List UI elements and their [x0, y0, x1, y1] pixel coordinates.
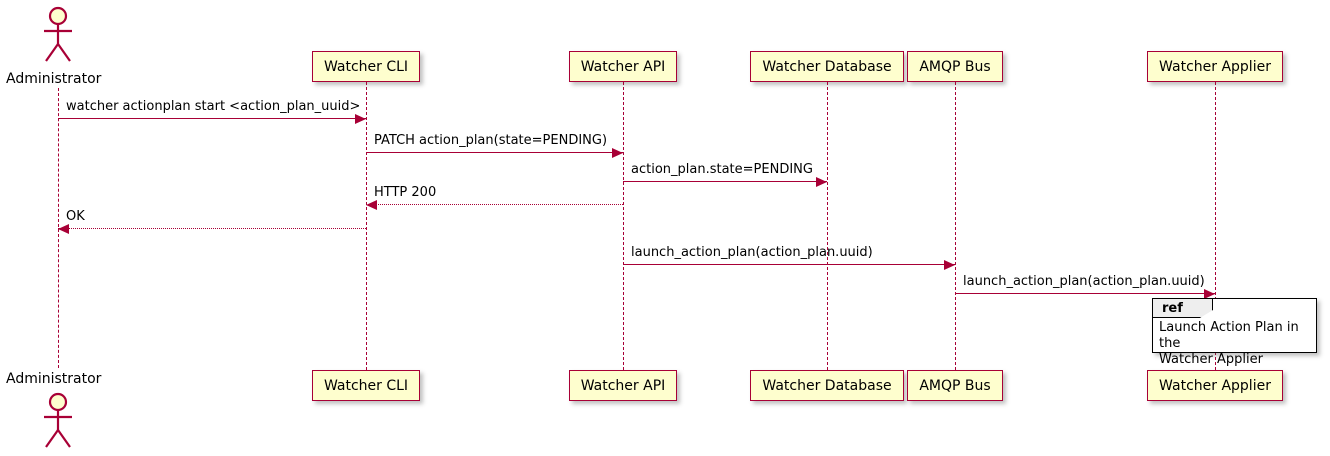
lifeline-amqp-bus — [955, 82, 956, 370]
participant-watcher-applier-bottom[interactable]: Watcher Applier — [1147, 370, 1283, 401]
participant-label: Watcher Database — [762, 58, 892, 75]
message-arrowhead-msg-3 — [816, 176, 827, 187]
fragment-body-ref-launch-action-plan: Launch Action Plan in the Watcher Applie… — [1159, 320, 1299, 367]
participant-watcher-api-top[interactable]: Watcher API — [568, 51, 678, 82]
message-arrowhead-msg-7 — [1204, 288, 1215, 299]
lifeline-watcher-database — [827, 82, 828, 370]
message-line-msg-7 — [955, 293, 1215, 294]
participant-watcher-database-bottom[interactable]: Watcher Database — [750, 370, 904, 401]
actor-figure-administrator-top — [37, 6, 79, 68]
participant-label: Watcher API — [580, 58, 666, 75]
lifeline-watcher-applier — [1215, 82, 1216, 370]
actor-label-administrator-bottom: Administrator — [6, 371, 102, 387]
participant-amqp-bus-bottom[interactable]: AMQP Bus — [907, 370, 1003, 401]
participant-watcher-database-top[interactable]: Watcher Database — [750, 51, 904, 82]
message-arrowhead-msg-6 — [944, 259, 955, 270]
message-line-msg-2 — [366, 152, 623, 153]
participant-label: Watcher Applier — [1159, 58, 1271, 75]
lifeline-watcher-cli — [366, 82, 367, 370]
message-line-msg-1 — [58, 118, 366, 119]
participant-watcher-cli-top[interactable]: Watcher CLI — [311, 51, 421, 82]
message-arrowhead-msg-4 — [366, 199, 377, 210]
participant-label: AMQP Bus — [919, 377, 991, 394]
message-arrowhead-msg-5 — [58, 223, 69, 234]
message-line-msg-3 — [623, 181, 827, 182]
fragment-tab-ref-launch-action-plan: ref — [1153, 299, 1213, 318]
message-label-msg-7: launch_action_plan(action_plan.uuid) — [963, 274, 1205, 289]
participant-label: Watcher CLI — [323, 58, 409, 75]
message-label-msg-4: HTTP 200 — [374, 185, 437, 200]
message-line-msg-6 — [623, 264, 955, 265]
participant-label: Watcher API — [580, 377, 666, 394]
participant-watcher-cli-bottom[interactable]: Watcher CLI — [311, 370, 421, 401]
message-arrowhead-msg-1 — [355, 113, 366, 124]
message-label-msg-2: PATCH action_plan(state=PENDING) — [374, 133, 608, 148]
message-label-msg-5: OK — [66, 209, 85, 224]
actor-label-administrator-top: Administrator — [6, 71, 102, 87]
message-line-msg-5 — [58, 228, 366, 229]
actor-figure-administrator-bottom — [37, 392, 79, 454]
message-arrowhead-msg-2 — [612, 147, 623, 158]
participant-amqp-bus-top[interactable]: AMQP Bus — [907, 51, 1003, 82]
participant-label: Watcher Applier — [1159, 377, 1271, 394]
message-label-msg-3: action_plan.state=PENDING — [631, 162, 813, 177]
fragment-ref-launch-action-plan[interactable]: ref — [1152, 298, 1317, 353]
participant-label: AMQP Bus — [919, 58, 991, 75]
message-label-msg-1: watcher actionplan start <action_plan_uu… — [66, 99, 361, 114]
participant-label: Watcher CLI — [323, 377, 409, 394]
message-line-msg-4 — [366, 204, 623, 205]
participant-watcher-api-bottom[interactable]: Watcher API — [568, 370, 678, 401]
participant-label: Watcher Database — [762, 377, 892, 394]
lifeline-watcher-api — [623, 82, 624, 370]
participant-watcher-applier-top[interactable]: Watcher Applier — [1147, 51, 1283, 82]
message-label-msg-6: launch_action_plan(action_plan.uuid) — [631, 245, 873, 260]
